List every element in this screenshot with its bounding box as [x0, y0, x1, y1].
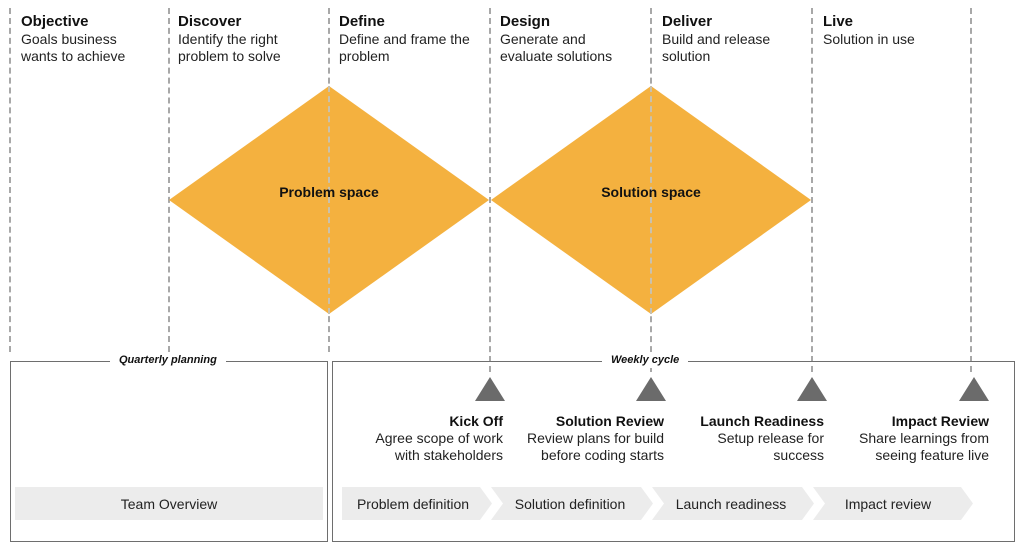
- milestone-impact-review: Impact Review Share learnings from seein…: [814, 412, 989, 464]
- solution-definition-stage: Solution definition: [491, 487, 653, 520]
- phase-live: Live Solution in use: [823, 13, 973, 48]
- impact-review-milestone-marker: [959, 377, 989, 401]
- stage-label: Launch readiness: [675, 495, 787, 512]
- phase-description: Build and release solution: [662, 31, 771, 64]
- phase-discover: Discover Identify the right problem to s…: [178, 13, 328, 65]
- milestone-title: Impact Review: [891, 413, 989, 429]
- phase-deliver: Deliver Build and release solution: [662, 13, 812, 65]
- phase-title: Deliver: [662, 13, 713, 30]
- milestone-description: Agree scope of work with stakeholders: [375, 430, 503, 463]
- divider-line: [970, 8, 972, 372]
- problem-space-label: Problem space: [279, 184, 379, 200]
- phase-title: Design: [500, 13, 551, 30]
- solution-review-milestone-marker: [636, 377, 666, 401]
- phase-title: Live: [823, 13, 854, 30]
- quarterly-planning-caption: Quarterly planning: [110, 352, 226, 368]
- stage-label: Impact review: [844, 495, 932, 512]
- kick-off-milestone-marker: [475, 377, 505, 401]
- launch-readiness-milestone-marker: [797, 377, 827, 401]
- phase-description: Solution in use: [823, 31, 915, 47]
- problem-definition-stage: Problem definition: [342, 487, 492, 520]
- milestone-launch-readiness: Launch Readiness Setup release for succe…: [649, 412, 824, 464]
- stage-label: Team Overview: [120, 495, 218, 512]
- milestone-solution-review: Solution Review Review plans for build b…: [489, 412, 664, 464]
- milestone-title: Solution Review: [555, 413, 664, 429]
- impact-review-stage: Impact review: [813, 487, 973, 520]
- solution-space-label: Solution space: [601, 184, 701, 200]
- weekly-cycle-caption: Weekly cycle: [602, 352, 689, 368]
- phase-design: Design Generate and evaluate solutions: [500, 13, 650, 65]
- divider-line: [650, 86, 652, 314]
- milestone-description: Review plans for build before coding sta…: [527, 430, 664, 463]
- stage-label: Solution definition: [514, 495, 626, 512]
- milestone-description: Share learnings from seeing feature live: [859, 430, 989, 463]
- team-overview-stage: Team Overview: [15, 487, 323, 520]
- phase-define: Define Define and frame the problem: [339, 13, 489, 65]
- milestone-kick-off: Kick Off Agree scope of work with stakeh…: [328, 412, 503, 464]
- divider-line: [811, 8, 813, 372]
- phase-title: Objective: [21, 13, 89, 30]
- phase-description: Generate and evaluate solutions: [500, 31, 613, 64]
- divider-line: [489, 8, 491, 372]
- divider-line: [9, 8, 11, 352]
- milestone-description: Setup release for success: [717, 430, 824, 463]
- divider-line: [328, 86, 330, 314]
- phase-title: Discover: [178, 13, 242, 30]
- stage-label: Problem definition: [356, 495, 470, 512]
- phase-title: Define: [339, 13, 385, 30]
- milestone-title: Kick Off: [449, 413, 503, 429]
- phase-description: Goals business wants to achieve: [21, 31, 126, 64]
- phase-description: Define and frame the problem: [339, 31, 470, 64]
- phase-description: Identify the right problem to solve: [178, 31, 281, 64]
- launch-readiness-stage: Launch readiness: [652, 487, 814, 520]
- divider-line: [168, 8, 170, 352]
- milestone-title: Launch Readiness: [700, 413, 824, 429]
- phase-objective: Objective Goals business wants to achiev…: [21, 13, 171, 65]
